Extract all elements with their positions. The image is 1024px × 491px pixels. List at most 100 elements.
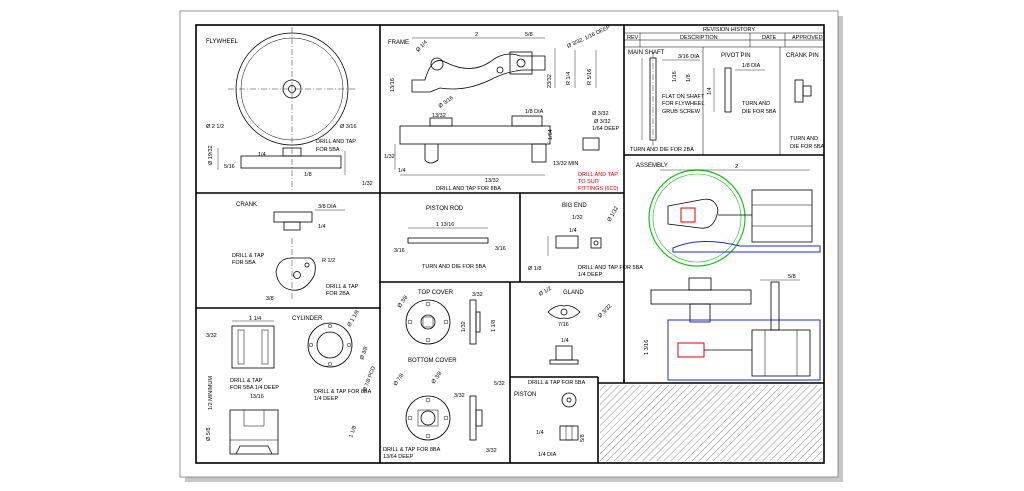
gland-dim-7-16: 7/16	[558, 322, 569, 328]
crank-dim-3-8: 3/8	[266, 296, 274, 302]
cylinder-dim-dia-5-8: Ø 5/8	[206, 428, 212, 441]
piston-rod-dim-length: 1 13/16	[436, 222, 454, 228]
big-end-dim-1-32: 1/32	[572, 215, 583, 221]
revision-col-approved: APPROVED	[792, 35, 823, 41]
cylinder-note-2: FOR 5BA 1/4 DEEP	[230, 385, 279, 391]
panel-grid	[196, 25, 824, 463]
hatched-area	[600, 385, 822, 461]
main-shaft-dim-dia: 3/16 DIA	[678, 54, 700, 60]
cylinder-dim-1-1-4: 1 1/4	[249, 316, 261, 322]
frame-dim-1-64: 1/64	[548, 129, 554, 140]
cylinder-dim-1-1-8: 1 1/8	[348, 425, 358, 439]
crank-pin-panel: CRANK PIN TURN AND DIE FOR 5BA	[786, 53, 825, 150]
cylinder-dim-min: 1/2 MINIMUM	[208, 376, 214, 410]
piston-rod-body	[407, 237, 489, 244]
frame-dim-2: 2	[475, 32, 478, 38]
frame-dim-r-5-16: R 5/16	[587, 69, 593, 85]
top-cover-title: TOP COVER	[418, 290, 454, 296]
crank-profile	[275, 257, 316, 291]
big-end-note-2: 1/4 DEEP	[578, 272, 602, 278]
revision-col-rev: REV	[627, 35, 639, 41]
frame-dim-13-16: 13/16	[390, 78, 396, 92]
top-cover-dim-1-32: 1/32	[461, 321, 467, 332]
revision-history-table: REVISION HISTORY REV DESCRIPTION DATE AP…	[623, 24, 825, 48]
piston-rod-note: TURN AND DIE FOR 5BA	[422, 264, 486, 270]
assembly-title: ASSEMBLY	[636, 163, 668, 169]
big-end-title: BIG END	[562, 203, 587, 209]
top-cover-face	[405, 299, 451, 345]
frame-profile	[411, 53, 546, 93]
frame-front-view	[399, 125, 551, 145]
piston-rod-dim-left: 3/16	[394, 248, 405, 254]
pivot-pin-note-1: TURN AND	[742, 101, 770, 107]
bottom-cover-note-2: 13/64 DEEP	[383, 454, 414, 460]
flywheel-note-tap: FOR 5BA	[316, 147, 340, 153]
crank-note-drill-1: DRILL & TAP	[232, 253, 265, 259]
crank-note-drill-4: FOR 2BA	[326, 291, 350, 297]
assembly-cylinder-side	[751, 329, 811, 377]
crank-note-drill-2: FOR 5BA	[232, 260, 256, 266]
crank-pin-title: CRANK PIN	[786, 53, 819, 59]
revision-col-description: DESCRIPTION	[680, 35, 718, 41]
bottom-cover-face	[405, 395, 451, 441]
big-end-note-1: DRILL AND TAP FOR 5BA	[578, 265, 643, 271]
assembly-frame-blue	[667, 319, 821, 381]
piston-rod-panel: PISTON ROD 1 13/16 3/16 3/16 TURN AND DI…	[394, 206, 506, 270]
crank-dim-3-8-dia: 3/8 DIA	[318, 204, 337, 210]
bottom-cover-title: BOTTOM COVER	[408, 358, 457, 364]
bottom-cover-dim-3-32-b: 3/32	[486, 448, 497, 454]
cylinder-dim-3-32: 3/32	[206, 333, 217, 339]
main-shaft-title: MAIN SHAFT	[628, 50, 665, 56]
frame-red-note-3: FITTINGS (6C0)	[578, 186, 619, 192]
flywheel-dim-19-32: Ø 19/32	[208, 145, 214, 165]
frame-dim-1-4: 1/4	[398, 168, 406, 174]
frame-dim-1-32: 1/32	[384, 154, 395, 160]
piston-title: PISTON	[514, 392, 536, 398]
assembly-cylinder-top	[751, 189, 813, 243]
cylinder-note-1: DRILL & TAP	[230, 378, 263, 384]
main-shaft-dim-1-8: 1/8	[686, 74, 692, 82]
pivot-pin-dim-1-4: 1/4	[707, 87, 713, 95]
cylinder-front-view	[231, 325, 275, 369]
gland-dim-1-4: 1/4	[561, 338, 569, 344]
piston-panel: DRILL & TAP FOR 5BA PISTON 1/4 5/8 1/4 D…	[514, 380, 586, 458]
assembly-dim-1-3-16: 1 3/16	[644, 340, 650, 355]
frame-note-1-64-deep: 1/64 DEEP	[592, 126, 620, 132]
pivot-pin-body	[724, 67, 732, 113]
frame-dim-5-8: 5/8	[525, 32, 533, 38]
frame-red-note-2: TO SUIT	[578, 179, 600, 185]
assembly-panel: ASSEMBLY 2 5/8 1 3/16	[636, 163, 821, 381]
piston-rod-title: PISTON ROD	[426, 206, 464, 212]
bottom-cover-dim-3-32: 3/32	[454, 393, 465, 399]
frame-dim-13-32-min: 13/32 MIN	[553, 161, 578, 167]
pivot-pin-dim-dia: 1/8 DIA	[742, 63, 761, 69]
flywheel-dim-1-32: 1/32	[362, 181, 373, 187]
flywheel-note-drill: DRILL AND TAP	[316, 139, 356, 145]
big-end-dim-dia-1-8: Ø 1/8	[528, 266, 541, 272]
piston-dim-dia: 1/4 DIA	[538, 452, 557, 458]
main-shaft-note-3: GRUB SCREW	[662, 109, 701, 115]
revision-title: REVISION HISTORY	[703, 27, 755, 33]
piston-note-drill: DRILL & TAP FOR 5BA	[528, 380, 586, 386]
crank-panel: CRANK 3/8 DIA 1/4 R 1/2 3/8 DRILL & TAP …	[232, 202, 359, 302]
frame-dim-23-32: 23/32	[547, 74, 553, 88]
flywheel-dim-dia: Ø 2 1/2	[206, 124, 224, 130]
crank-pin-note-1: TURN AND	[790, 136, 818, 142]
cylinder-dim-dia-3-8: Ø 3/8	[359, 346, 369, 361]
piston-face	[561, 392, 577, 408]
pivot-pin-note-2: DIE FOR 5BA	[742, 109, 777, 115]
gland-face	[547, 305, 581, 319]
frame-dim-13-32-bottom: 13/32	[485, 178, 499, 184]
pivot-pin-title: PIVOT PIN	[721, 53, 751, 59]
frame-red-note-1: DRILL AND TAP	[578, 172, 618, 178]
main-shaft-note-4: TURN AND DIE FOR 2BA	[630, 147, 694, 153]
flywheel-dim-1-8: 1/8	[304, 172, 312, 178]
cylinder-note-4: 1/4 DEEP	[314, 396, 338, 402]
flywheel-title: FLYWHEEL	[206, 39, 239, 45]
big-end-dim-1-4: 1/4	[569, 228, 577, 234]
frame-note-drill-8ba: DRILL AND TAP FOR 8BA	[436, 186, 501, 192]
bottom-cover-note-1: DRILL & TAP FOR 8BA	[383, 447, 441, 453]
frame-dim-r-1-4: R 1/4	[566, 72, 572, 85]
piston-dim-5-8: 5/8	[580, 434, 586, 442]
